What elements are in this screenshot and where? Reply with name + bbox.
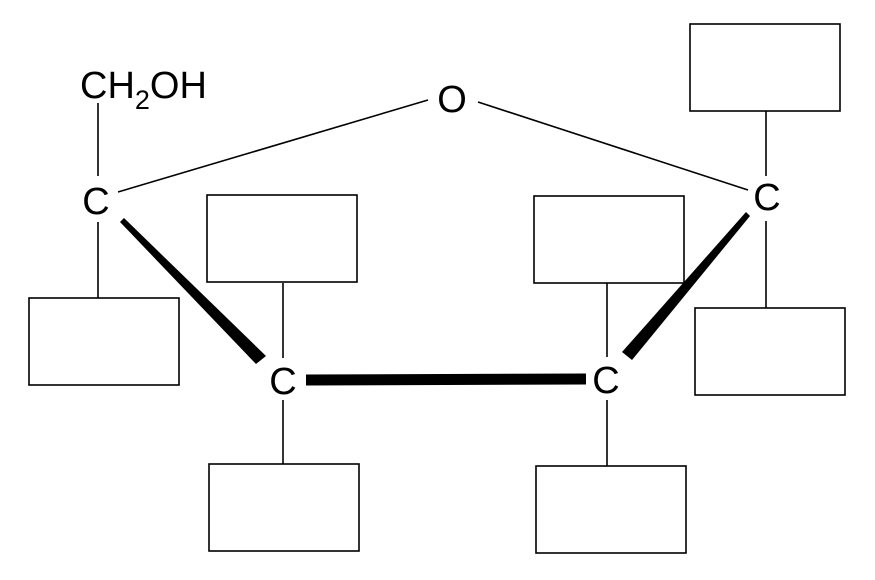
ch2oh-label: CH2OH [80, 65, 207, 115]
label-box-c2-top[interactable] [533, 195, 685, 284]
ch2oh-suffix: OH [150, 65, 207, 107]
label-box-c1-top[interactable] [689, 23, 841, 112]
bond-c4-o [117, 99, 429, 193]
ch2oh-prefix: CH [80, 65, 135, 107]
ring-oxygen-label: O [437, 79, 467, 121]
bond-o-c1 [477, 101, 749, 191]
carbon-c2-label: C [592, 360, 619, 402]
label-box-c3-top[interactable] [206, 194, 358, 283]
label-box-c2-bottom[interactable] [535, 465, 687, 554]
wedge-bond-c4-c3 [120, 218, 266, 364]
wedge-bond-c1-c2 [622, 212, 750, 360]
carbon-c1-label: C [753, 177, 780, 219]
bold-bond-c3-c2 [305, 373, 587, 386]
carbon-c4-label: C [82, 181, 109, 223]
ch2oh-subscript: 2 [135, 85, 150, 115]
label-box-c3-bottom[interactable] [208, 463, 360, 552]
label-box-c1-bottom[interactable] [694, 307, 846, 396]
carbon-c3-label: C [269, 361, 296, 403]
label-box-c4-bottom[interactable] [28, 297, 180, 386]
